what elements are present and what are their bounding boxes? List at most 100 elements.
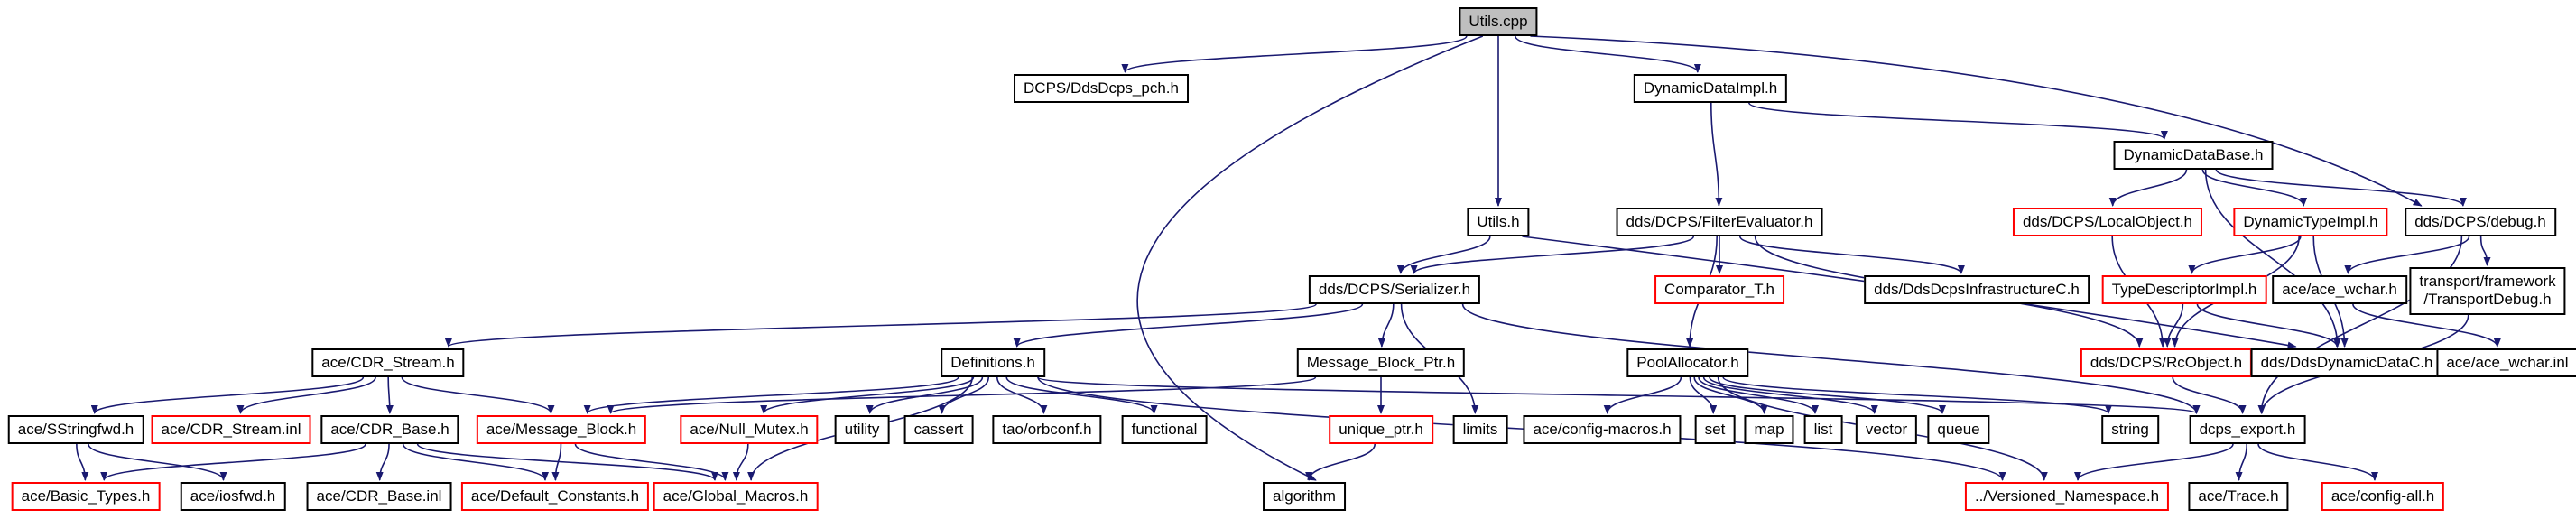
graph-node-config_macros[interactable]: ace/config-macros.h bbox=[1523, 415, 1682, 445]
include-edge-definitions-orbconf bbox=[996, 376, 1048, 414]
include-edge-serializer-definitions bbox=[1013, 303, 1364, 348]
include-edge-dyntypeimpl-typedescimpl bbox=[2188, 236, 2302, 274]
include-edge-typedescimpl-ddsdynamicdatac bbox=[2196, 303, 2341, 348]
graph-node-config_all[interactable]: ace/config-all.h bbox=[2321, 482, 2445, 512]
include-edge-dyndataimpl-dyndatabase bbox=[1748, 102, 2168, 140]
include-edge-cdr_base_h-basic_types bbox=[100, 443, 366, 481]
include-edge-definitions-message_block bbox=[583, 376, 959, 414]
include-edge-definitions-null_mutex bbox=[760, 376, 975, 414]
graph-node-msgblockptr[interactable]: Message_Block_Ptr.h bbox=[1296, 348, 1466, 378]
include-edge-debug-transportdebug bbox=[2479, 236, 2491, 266]
include-edge-utils_cpp-pch bbox=[1121, 35, 1468, 73]
graph-node-global_macros[interactable]: ace/Global_Macros.h bbox=[653, 482, 819, 512]
graph-node-basic_types[interactable]: ace/Basic_Types.h bbox=[11, 482, 161, 512]
include-edge-dyndataimpl-filtereval bbox=[1710, 102, 1723, 207]
include-edge-definitions-utility bbox=[866, 376, 984, 414]
graph-node-cdr_base_inl[interactable]: ace/CDR_Base.inl bbox=[306, 482, 452, 512]
include-edge-cdr_stream-cdr_base_h bbox=[385, 376, 394, 414]
graph-node-cassert[interactable]: cassert bbox=[903, 415, 974, 445]
edge-group bbox=[76, 35, 2501, 481]
include-edge-dyndatabase-dyntypeimpl bbox=[2201, 169, 2308, 207]
include-edge-cdr_stream-message_block bbox=[401, 376, 555, 414]
include-edge-sstringfwd-iosfwd bbox=[88, 443, 227, 481]
include-edge-cdr_stream-sstringfwd bbox=[90, 376, 365, 414]
include-edge-dcps_export-ace_trace bbox=[2235, 443, 2247, 481]
graph-node-iosfwd[interactable]: ace/iosfwd.h bbox=[180, 482, 286, 512]
include-edge-rcobject-dcps_export bbox=[2172, 376, 2247, 414]
graph-node-algorithm[interactable]: algorithm bbox=[1263, 482, 1346, 512]
graph-node-pch[interactable]: DCPS/DdsDcps_pch.h bbox=[1014, 74, 1189, 104]
graph-node-map[interactable]: map bbox=[1744, 415, 1794, 445]
include-edge-utils_cpp-debug bbox=[1530, 35, 2423, 207]
include-edge-dyndatabase-localobject bbox=[2108, 169, 2188, 207]
graph-node-dcps_export[interactable]: dcps_export.h bbox=[2189, 415, 2306, 445]
include-edge-unique_ptr-algorithm bbox=[1305, 443, 1376, 481]
include-edge-dyndatabase-ddsdynamicdatac bbox=[2204, 169, 2341, 348]
graph-node-definitions[interactable]: Definitions.h bbox=[941, 348, 1045, 378]
graph-node-utility[interactable]: utility bbox=[834, 415, 890, 445]
graph-node-versioned_ns[interactable]: ../Versioned_Namespace.h bbox=[1964, 482, 2170, 512]
graph-node-orbconf[interactable]: tao/orbconf.h bbox=[992, 415, 1102, 445]
graph-node-filtereval[interactable]: dds/DCPS/FilterEvaluator.h bbox=[1616, 208, 1823, 237]
graph-node-ace_wchar[interactable]: ace/ace_wchar.h bbox=[2272, 275, 2407, 305]
include-edge-definitions-dcps_export bbox=[1037, 376, 2200, 414]
graph-node-cdr_stream[interactable]: ace/CDR_Stream.h bbox=[311, 348, 465, 378]
graph-node-ddsdynamicdatac[interactable]: dds/DdsDynamicDataC.h bbox=[2250, 348, 2443, 378]
graph-node-set[interactable]: set bbox=[1694, 415, 1736, 445]
graph-node-null_mutex[interactable]: ace/Null_Mutex.h bbox=[680, 415, 819, 445]
graph-node-poolalloc[interactable]: PoolAllocator.h bbox=[1626, 348, 1749, 378]
graph-node-list[interactable]: list bbox=[1803, 415, 1843, 445]
include-edge-filtereval-infrastructure bbox=[1739, 236, 1965, 274]
graph-node-cdr_base_h[interactable]: ace/CDR_Base.h bbox=[320, 415, 459, 445]
graph-node-transportdebug[interactable]: transport/framework/TransportDebug.h bbox=[2409, 267, 2566, 315]
graph-node-message_block[interactable]: ace/Message_Block.h bbox=[476, 415, 647, 445]
graph-node-localobject[interactable]: dds/DCPS/LocalObject.h bbox=[2012, 208, 2203, 237]
graph-node-utils_h[interactable]: Utils.h bbox=[1467, 208, 1530, 237]
include-edge-serializer-msgblockptr bbox=[1377, 303, 1395, 348]
include-edge-poolalloc-string bbox=[1722, 376, 2112, 414]
include-edge-poolalloc-map bbox=[1693, 376, 1768, 414]
include-edge-sstringfwd-basic_types bbox=[76, 443, 89, 481]
graph-node-label-line: /TransportDebug.h bbox=[2423, 291, 2552, 309]
include-edge-msgblockptr-message_block bbox=[607, 376, 1317, 414]
include-edge-cdr_base_h-default_constants bbox=[402, 443, 549, 481]
include-edge-serializer-cdr_stream bbox=[445, 303, 1317, 348]
graph-node-cdr_stream_inl[interactable]: ace/CDR_Stream.inl bbox=[151, 415, 311, 445]
graph-node-functional[interactable]: functional bbox=[1121, 415, 1208, 445]
include-edge-filtereval-serializer bbox=[1410, 236, 1694, 274]
include-edge-definitions-cassert bbox=[938, 376, 989, 414]
graph-node-string[interactable]: string bbox=[2101, 415, 2159, 445]
graph-node-unique_ptr[interactable]: unique_ptr.h bbox=[1329, 415, 1433, 445]
include-edge-cdr_stream-cdr_stream_inl bbox=[236, 376, 376, 414]
include-edge-debug-dcps_export bbox=[2257, 236, 2463, 414]
graph-node-comparator[interactable]: Comparator_T.h bbox=[1654, 275, 1784, 305]
include-edge-utils_cpp-dyndataimpl bbox=[1515, 35, 1701, 73]
graph-node-ace_wchar_inl[interactable]: ace/ace_wchar.inl bbox=[2436, 348, 2576, 378]
include-edge-utils_h-serializer bbox=[1396, 236, 1491, 274]
graph-node-dyndatabase[interactable]: DynamicDataBase.h bbox=[2113, 141, 2274, 171]
graph-node-limits[interactable]: limits bbox=[1452, 415, 1508, 445]
include-edge-cdr_base_h-global_macros bbox=[416, 443, 718, 481]
include-edge-poolalloc-set bbox=[1689, 376, 1718, 414]
include-edge-poolalloc-config_macros bbox=[1603, 376, 1682, 414]
graph-node-ace_trace[interactable]: ace/Trace.h bbox=[2188, 482, 2289, 512]
include-edge-dcps_export-config_all bbox=[2257, 443, 2378, 481]
include-edge-cdr_base_h-cdr_base_inl bbox=[375, 443, 390, 481]
graph-node-infrastructure[interactable]: dds/DdsDcpsInfrastructureC.h bbox=[1864, 275, 2090, 305]
include-edge-null_mutex-global_macros bbox=[732, 443, 749, 481]
graph-node-default_constants[interactable]: ace/Default_Constants.h bbox=[460, 482, 650, 512]
include-edge-message_block-default_constants bbox=[551, 443, 562, 481]
include-edge-definitions-functional bbox=[1005, 376, 1158, 414]
graph-node-rcobject[interactable]: dds/DCPS/RcObject.h bbox=[2080, 348, 2253, 378]
graph-node-dyndataimpl[interactable]: DynamicDataImpl.h bbox=[1633, 74, 1788, 104]
graph-node-queue[interactable]: queue bbox=[1927, 415, 1990, 445]
include-edge-message_block-global_macros bbox=[574, 443, 729, 481]
graph-node-debug[interactable]: dds/DCPS/debug.h bbox=[2405, 208, 2556, 237]
graph-node-utils_cpp: Utils.cpp bbox=[1459, 7, 1538, 37]
graph-node-typedescimpl[interactable]: TypeDescriptorImpl.h bbox=[2101, 275, 2267, 305]
graph-node-dyntypeimpl[interactable]: DynamicTypeImpl.h bbox=[2233, 208, 2388, 237]
graph-node-vector[interactable]: vector bbox=[1855, 415, 1918, 445]
graph-node-serializer[interactable]: dds/DCPS/Serializer.h bbox=[1308, 275, 1481, 305]
graph-node-sstringfwd[interactable]: ace/SStringfwd.h bbox=[7, 415, 144, 445]
